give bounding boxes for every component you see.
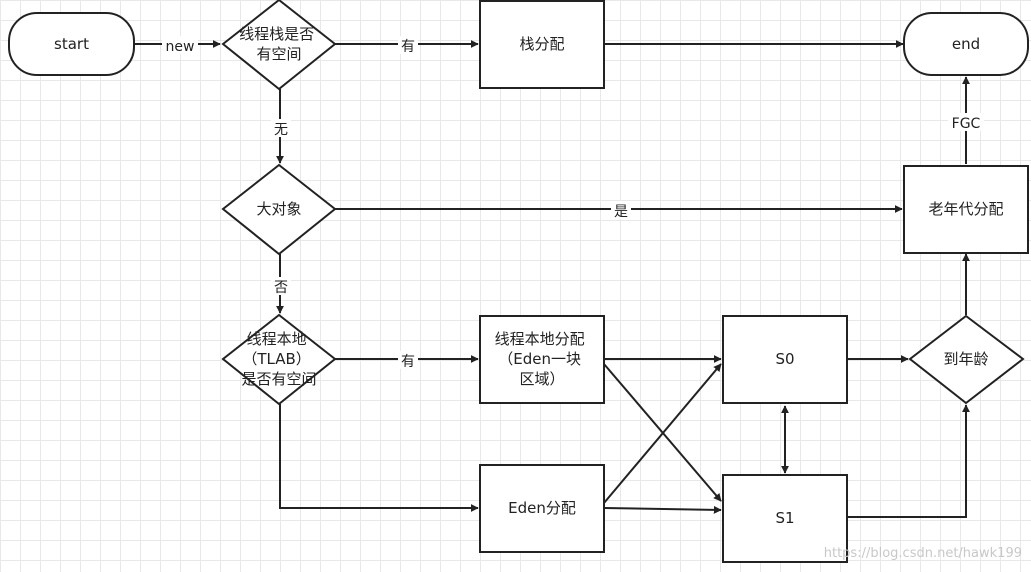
edge-label-tlab-yes: 有 [401,354,415,370]
big-object-decision: 大对象 [221,163,337,256]
edge-label-bg [398,351,418,369]
tlab-alloc-node-label-line1: 线程本地分配 [495,330,585,348]
tlab-alloc-node-label-line3: 区域） [519,370,564,388]
tlab-alloc-node: 线程本地分配 （Eden一块 区域） [479,315,605,404]
old-gen-alloc-node: 老年代分配 [903,165,1029,254]
stack-alloc-node: 栈分配 [479,0,605,89]
tlab-space-decision: 线程本地 （TLAB） 是否有空间 [221,313,337,406]
start-node: start [8,12,135,76]
edge-eden-alloc-to-s1 [603,505,722,514]
end-node-label: end [952,35,980,53]
edge-label-bg [948,113,984,131]
eden-alloc-node: Eden分配 [479,464,605,553]
tlab-space-decision-label-line2: （TLAB） [242,350,310,368]
age-decision-shape [908,314,1025,405]
stack-alloc-node-shape [479,0,605,89]
old-gen-alloc-node-label: 老年代分配 [928,200,1003,218]
start-node-shape [8,12,135,76]
tlab-space-decision-label-line1: 线程本地 [247,330,307,348]
tlab-alloc-node-text: 线程本地分配 （Eden一块 区域） [495,330,590,388]
stack-alloc-node-label: 栈分配 [519,35,564,53]
old-gen-alloc-node-shape [903,165,1029,254]
stack-space-decision-text: 线程栈是否 有空间 [239,25,319,63]
tlab-space-decision-label-line3: 是否有空间 [241,370,316,388]
big-object-decision-shape [221,163,337,256]
edge-label-bg [162,36,198,54]
watermark-text: https://blog.csdn.net/hawk199 [824,546,1022,561]
edge-label-stack-yes: 有 [401,39,415,55]
stack-space-decision: 线程栈是否 有空间 [221,0,337,91]
start-node-label: start [54,35,89,53]
s0-node-shape [722,315,848,404]
end-node-shape [903,12,1029,76]
s0-node: S0 [722,315,848,404]
edge-label-bg [611,201,631,219]
edge-s1-to-age-check [848,404,970,518]
stack-space-decision-shape [221,0,337,91]
stack-space-decision-label-line2: 有空间 [256,45,301,63]
end-node: end [903,12,1029,76]
tlab-alloc-node-shape [479,315,605,404]
edge-tlab-check-to-eden-alloc [279,404,479,512]
edge-label-fgc: FGC [952,116,981,132]
edge-label-bg [271,119,291,137]
tlab-alloc-node-label-line2: （Eden一块 [498,350,581,368]
s1-node-label: S1 [775,509,794,527]
edge-label-bg [398,36,418,54]
s1-node-shape [722,474,848,563]
age-decision: 到年龄 [908,314,1025,405]
s1-node: S1 [722,474,848,563]
eden-alloc-node-shape [479,464,605,553]
tlab-space-decision-text: 线程本地 （TLAB） 是否有空间 [241,330,316,388]
stack-space-decision-label-line1: 线程栈是否 [239,25,314,43]
edge-label-bg [271,277,291,295]
eden-alloc-node-label: Eden分配 [508,499,576,517]
s0-node-label: S0 [775,350,794,368]
edge-eden-alloc-to-s0 [603,363,722,504]
edge-label-stack-no: 无 [274,122,288,138]
edge-label-big-yes: 是 [614,204,628,220]
big-object-decision-label: 大对象 [256,200,301,218]
tlab-space-decision-shape [221,313,337,406]
edge-label-new: new [166,39,195,55]
edge-label-big-no: 否 [274,280,288,296]
age-decision-label: 到年龄 [943,350,988,368]
